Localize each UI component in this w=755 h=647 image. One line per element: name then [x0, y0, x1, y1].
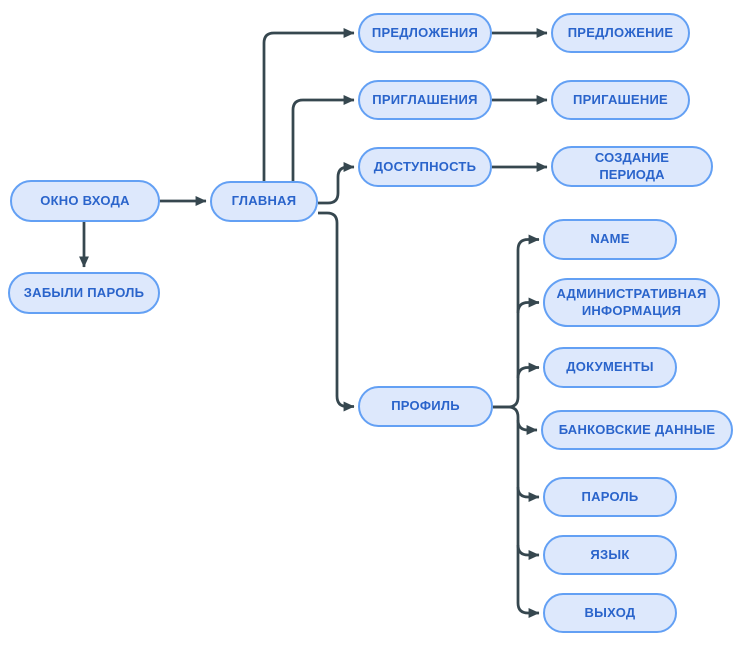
node-name: NAME: [543, 219, 677, 260]
edge-main-availability: [318, 162, 355, 205]
edge-profile-name: [493, 234, 540, 409]
edge-main-invitations: [291, 95, 355, 181]
node-period-creation: СОЗДАНИЕ ПЕРИОДА: [551, 146, 713, 187]
node-bank-details: БАНКОВСКИЕ ДАННЫЕ: [541, 410, 733, 450]
node-login-window: ОКНО ВХОДА: [10, 180, 160, 222]
edge-profile-documents: [516, 362, 540, 379]
edge-profile-language: [516, 544, 540, 560]
node-profile: ПРОФИЛЬ: [358, 386, 493, 427]
node-offers-list: ПРЕДЛОЖЕНИЯ: [358, 13, 492, 53]
edge-profile-bank-details: [516, 419, 538, 435]
edge-profile-admin-info: [516, 297, 540, 314]
node-main: ГЛАВНАЯ: [210, 181, 318, 222]
node-availability: ДОСТУПНОСТЬ: [358, 147, 492, 187]
edge-main-offers: [262, 28, 355, 181]
node-password: ПАРОЛЬ: [543, 477, 677, 517]
edge-main-profile: [318, 211, 355, 412]
node-invitation: ПРИГАШЕНИЕ: [551, 80, 690, 120]
node-documents: ДОКУМЕНТЫ: [543, 347, 677, 388]
edge-profile-logout: [493, 405, 540, 618]
node-admin-info: АДМИНИСТРАТИВНАЯ ИНФОРМАЦИЯ: [543, 278, 720, 327]
node-logout: ВЫХОД: [543, 593, 677, 633]
node-invitations-list: ПРИГЛАШЕНИЯ: [358, 80, 492, 120]
node-forgot-password: ЗАБЫЛИ ПАРОЛЬ: [8, 272, 160, 314]
edge-profile-password: [516, 486, 540, 502]
node-offer: ПРЕДЛОЖЕНИЕ: [551, 13, 690, 53]
node-language: ЯЗЫК: [543, 535, 677, 575]
